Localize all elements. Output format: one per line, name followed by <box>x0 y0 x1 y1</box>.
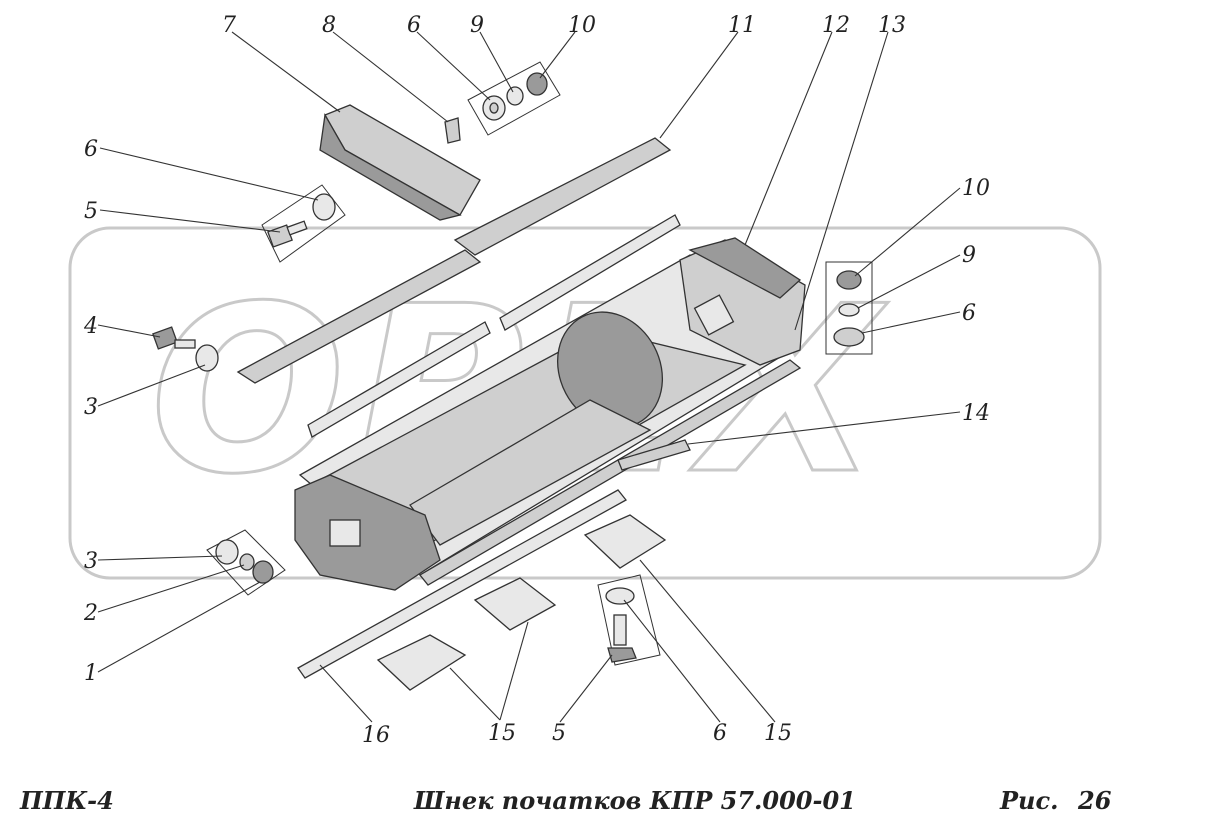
callout-3-upper: 3 <box>84 395 98 420</box>
part-15-brackets <box>376 514 667 691</box>
callout-5-bottom: 5 <box>552 721 566 746</box>
left-nut-group-lower <box>206 529 286 596</box>
callout-6-left: 6 <box>84 137 98 162</box>
leader-lines <box>97 31 961 723</box>
callout-6-top: 6 <box>407 13 421 38</box>
callout-10-right: 10 <box>962 176 990 201</box>
callout-4: 4 <box>83 314 98 339</box>
part-14-rail <box>617 439 691 471</box>
callout-10-top: 10 <box>568 13 596 38</box>
callout-14: 14 <box>962 401 990 426</box>
callout-13: 13 <box>878 13 906 38</box>
right-fastener-group <box>825 261 873 355</box>
callout-16: 16 <box>362 723 390 748</box>
callout-2: 2 <box>83 601 98 626</box>
callout-9-right: 9 <box>962 243 976 268</box>
callout-5-left: 5 <box>84 199 98 224</box>
callout-1: 1 <box>84 661 98 686</box>
left-bolt-group-upper <box>261 184 346 263</box>
figure-label: Рис. <box>1000 786 1059 815</box>
callout-7: 7 <box>222 13 236 38</box>
part-11-strip <box>236 137 681 438</box>
left-bolt-group-middle <box>152 326 219 372</box>
model-label: ППК-4 <box>20 786 114 815</box>
callout-8: 8 <box>322 13 336 38</box>
bottom-bolt-group <box>597 574 661 666</box>
callouts: 7 8 6 9 10 11 12 13 6 5 4 3 10 9 6 14 3 … <box>83 13 990 748</box>
callout-6-right: 6 <box>962 301 976 326</box>
callout-9-top: 9 <box>470 13 484 38</box>
callout-6-bottom: 6 <box>713 721 727 746</box>
part-7-cover <box>319 104 481 221</box>
figure-number: 26 <box>1078 786 1112 815</box>
callout-3-lower: 3 <box>84 549 98 574</box>
top-fastener-group <box>467 61 561 136</box>
callout-15-right: 15 <box>764 721 792 746</box>
callout-11: 11 <box>728 13 756 38</box>
part-16-rail <box>297 489 627 679</box>
auger-body <box>294 239 806 591</box>
callout-15-left: 15 <box>488 721 516 746</box>
callout-12: 12 <box>822 13 850 38</box>
drawing-title: Шнек початков КПР 57.000-01 <box>414 786 856 815</box>
part-8-bracket <box>444 117 461 144</box>
part-12-cover <box>688 237 802 299</box>
